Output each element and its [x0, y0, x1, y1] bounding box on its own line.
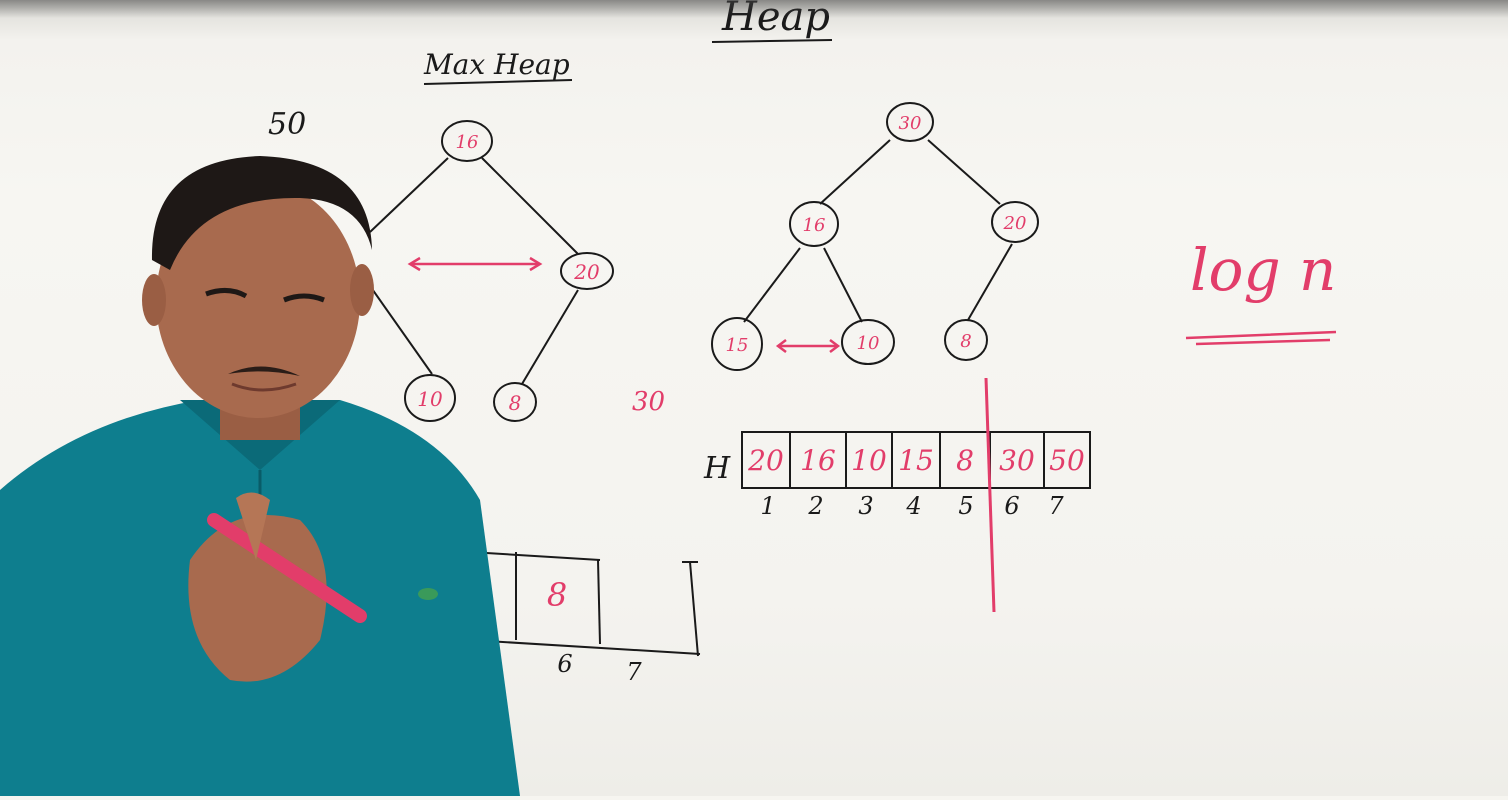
array-index-4: 4 [905, 492, 921, 520]
heading-max-heap: Max Heap [423, 48, 573, 85]
left-swap-arrow [407, 256, 543, 272]
left-tree-node-10: 10 [404, 374, 456, 422]
svg-text:8: 8 [509, 391, 522, 415]
svg-text:20: 20 [1003, 213, 1027, 234]
array-cell-3: 10 [851, 444, 887, 477]
svg-text:8: 8 [960, 331, 971, 352]
heap-array [741, 431, 1091, 489]
right-tree-node-16: 16 [789, 201, 839, 247]
right-tree-node-10: 10 [841, 319, 895, 365]
right-tree-node-30: 30 [886, 102, 934, 142]
svg-text:10: 10 [857, 333, 880, 354]
array-index-2: 2 [807, 492, 823, 520]
right-tree-node-15: 15 [711, 317, 763, 371]
lower-index-7: 7 [626, 658, 642, 686]
array-label: H [703, 451, 731, 486]
lower-array [469, 551, 701, 657]
array-cell-1: 20 [747, 444, 784, 477]
svg-text:30: 30 [899, 113, 922, 134]
svg-text:16: 16 [803, 215, 826, 236]
lower-index-6: 6 [557, 650, 572, 678]
svg-text:20: 20 [573, 260, 600, 284]
array-index-5: 5 [958, 492, 973, 520]
right-tree-node-8: 8 [944, 319, 988, 361]
note-30: 30 [632, 387, 665, 417]
lower-array-cell: 8 [547, 576, 567, 614]
array-cell-4: 15 [898, 444, 934, 477]
video-top-overlay [0, 0, 1508, 18]
complexity-text: log n [1190, 236, 1336, 304]
svg-text:10: 10 [417, 387, 443, 411]
right-tree-edges [743, 139, 1013, 323]
left-tree-node-20: 20 [560, 252, 614, 290]
presenter [0, 156, 520, 796]
svg-text:15: 15 [726, 335, 749, 356]
note-50: 50 [268, 107, 306, 142]
left-tree-node-8: 8 [493, 382, 537, 422]
complexity-underline [1185, 330, 1337, 346]
left-tree-node-16: 16 [441, 120, 493, 162]
right-swap-arrow [775, 339, 841, 353]
array-index-6: 6 [1004, 492, 1019, 520]
left-tree-edges [369, 157, 579, 385]
array-cell-7: 50 [1049, 444, 1085, 477]
array-index-7: 7 [1048, 492, 1064, 520]
right-tree-node-20: 20 [991, 201, 1039, 243]
partition-line [984, 377, 996, 613]
svg-text:16: 16 [456, 132, 479, 153]
array-cell-6: 30 [999, 444, 1035, 477]
subtitle-text: Max Heap [423, 48, 570, 81]
array-index-1: 1 [760, 492, 775, 520]
array-index-3: 3 [858, 492, 873, 520]
array-cell-2: 16 [800, 444, 836, 477]
array-cell-5: 8 [956, 444, 974, 477]
